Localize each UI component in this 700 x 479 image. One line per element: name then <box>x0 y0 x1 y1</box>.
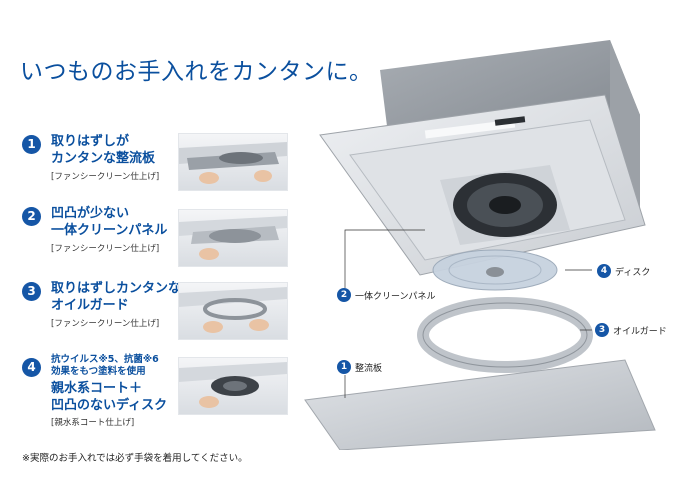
callout-number: 4 <box>597 264 611 278</box>
feature-4-photo <box>178 357 288 415</box>
feature-number: 4 <box>22 358 41 377</box>
feature-title-line-1: 取りはずしが <box>51 134 130 149</box>
callout-label: 一体クリーンパネル <box>355 291 436 302</box>
feature-number: 1 <box>22 135 41 154</box>
callout-label: オイルガード <box>613 326 667 337</box>
feature-title-line-1: 取りはずしカンタンな <box>51 281 182 296</box>
feature-subtitle: [ファンシークリーン仕上げ] <box>51 319 160 329</box>
feature-title-line-1: 親水系コート＋ <box>51 381 143 396</box>
feature-subtitle: [親水系コート仕上げ] <box>51 418 135 428</box>
feature-title-line-2: 凹凸のないディスク <box>51 398 168 413</box>
callout-label: ディスク <box>615 267 651 278</box>
feature-4: 4 抗ウイルス※5、抗菌※6 効果をもつ塗料を使用 親水系コート＋ 凹凸のないデ… <box>22 354 182 434</box>
feature-title-line-2: カンタンな整流板 <box>51 151 156 166</box>
feature-title-line-1: 凹凸が少ない <box>51 206 130 221</box>
callout-clean-panel: 2 一体クリーンパネル <box>337 288 436 302</box>
feature-title-line-2: オイルガード <box>51 298 129 313</box>
callout-number: 1 <box>337 360 351 374</box>
callout-oil-guard: 3 オイルガード <box>595 323 667 337</box>
feature-2-photo <box>178 209 288 267</box>
callout-number: 3 <box>595 323 609 337</box>
feature-subtitle: [ファンシークリーン仕上げ] <box>51 172 160 182</box>
feature-3: 3 取りはずしカンタンな オイルガード [ファンシークリーン仕上げ] <box>22 280 182 340</box>
feature-note-line-2: 効果をもつ塗料を使用 <box>51 366 146 377</box>
feature-title-line-2: 一体クリーンパネル <box>51 223 168 238</box>
range-hood-exploded-illustration <box>304 40 656 450</box>
feature-number: 2 <box>22 207 41 226</box>
page-headline: いつものお手入れをカンタンに。 <box>20 59 373 85</box>
callout-disk: 4 ディスク <box>597 264 650 278</box>
callout-flow-plate: 1 整流板 <box>337 360 382 374</box>
callout-number: 2 <box>337 288 351 302</box>
feature-3-photo <box>178 282 288 340</box>
callout-label: 整流板 <box>355 363 383 374</box>
feature-1: 1 取りはずしが カンタンな整流板 [ファンシークリーン仕上げ] <box>22 133 182 193</box>
feature-1-photo <box>178 133 288 191</box>
feature-note-line-1: 抗ウイルス※5、抗菌※6 <box>51 354 159 365</box>
footnote: ※実際のお手入れでは必ず手袋を着用してください。 <box>22 453 248 464</box>
feature-2: 2 凹凸が少ない 一体クリーンパネル [ファンシークリーン仕上げ] <box>22 205 182 265</box>
feature-subtitle: [ファンシークリーン仕上げ] <box>51 244 160 254</box>
feature-number: 3 <box>22 282 41 301</box>
